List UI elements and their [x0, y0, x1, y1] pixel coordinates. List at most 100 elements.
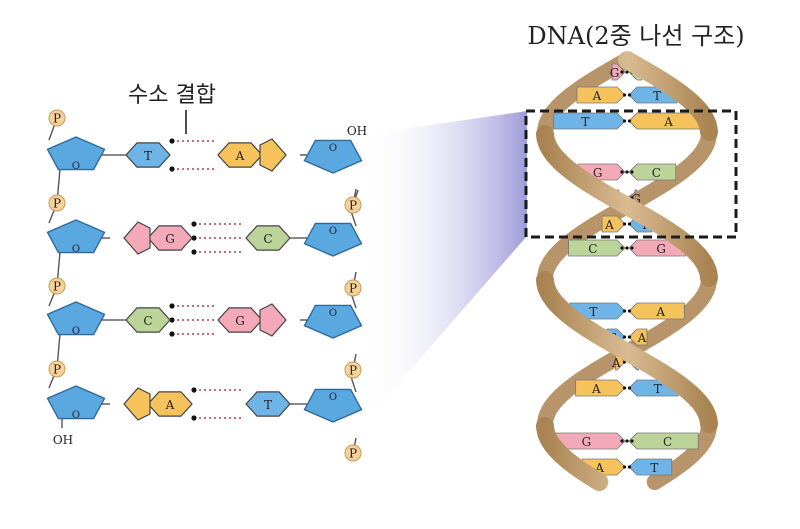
base-label: G [235, 314, 245, 328]
base-ring-T [245, 391, 291, 417]
helix-base-label: T [589, 305, 597, 319]
helix-base-label: A [594, 461, 604, 475]
base-ring-A [217, 142, 263, 168]
helix-base-T [553, 112, 626, 130]
helix-base-G [611, 63, 626, 81]
helix-base-label: T [654, 382, 662, 396]
ring-oxygen: O [329, 226, 337, 237]
helix-base-label: C [652, 166, 661, 180]
helix-base-label: G [593, 166, 603, 180]
helix-base-A [628, 328, 648, 346]
helix-base-label: G [582, 435, 592, 449]
helix-strand-front [536, 51, 718, 433]
helix-base-C [628, 432, 699, 450]
base-ring-C [245, 225, 291, 251]
base-label: C [143, 314, 152, 328]
helix-hbond-dot [622, 465, 627, 469]
helix-hbond-dot [625, 70, 629, 74]
oh-bottom-label: OH [53, 433, 73, 447]
helix-base-label: T [653, 89, 661, 103]
helix-hbond-dot [625, 170, 629, 174]
base-ring-A [259, 138, 287, 172]
phosphate-label: P [53, 280, 61, 294]
phosphate-label: P [349, 364, 357, 378]
bond-atom [169, 317, 175, 323]
helix-hbond-dot [627, 222, 632, 226]
helix-base-label: A [663, 115, 673, 129]
helix-base-T [628, 458, 673, 476]
helix-hbond-dot [630, 246, 634, 250]
ring-oxygen: O [72, 161, 80, 172]
base-label: T [264, 398, 272, 412]
helix-base-label: G [631, 192, 641, 206]
hbond-label: 수소 결합 [128, 83, 216, 108]
helix-hbond-dot [627, 465, 632, 469]
phosphate-circle [48, 360, 66, 378]
bond-atom [169, 166, 175, 172]
phosphate-circle [344, 361, 362, 379]
helix-front-strand [536, 51, 718, 491]
base-ring-G [217, 307, 263, 333]
phosphate-circle [48, 109, 66, 127]
ring-oxygen: O [329, 308, 337, 319]
bond-atom [191, 415, 197, 421]
helix-hbond-dot [622, 335, 627, 339]
helix-hbond-dot [627, 309, 632, 313]
helix-hbond-dot [620, 439, 624, 443]
phosphate-circle [344, 279, 362, 297]
helix-hbond-dot [625, 439, 629, 443]
helix-base-C [628, 163, 677, 181]
helix-base-A [628, 302, 685, 320]
ring-oxygen: O [72, 244, 80, 255]
helix-hbond-dot [630, 170, 634, 174]
helix-base-label: C [663, 435, 672, 449]
helix-base-label: G [610, 66, 620, 80]
helix-base-label: A [611, 356, 621, 370]
phosphate-label: P [349, 282, 357, 296]
oh-top-label: OH [347, 124, 367, 138]
ring-oxygen: O [329, 143, 337, 154]
sugar-ring [303, 304, 363, 339]
helix-hbond-dot [630, 439, 634, 443]
sugar-ring [46, 219, 106, 254]
phosphate-circle [48, 277, 66, 295]
helix-hbond-dot [627, 93, 632, 97]
bond-atom [191, 249, 197, 255]
helix-hbond-dot [622, 119, 627, 123]
helix-base-label: A [637, 331, 647, 345]
helix-base-label: A [591, 382, 601, 396]
ring-oxygen: O [72, 326, 80, 337]
helix-hbond-dot [627, 386, 632, 390]
phosphate-circle [48, 194, 66, 212]
sugar-ring [303, 222, 363, 257]
helix-hbond-dot [620, 246, 624, 250]
helix-base-label: A [592, 89, 602, 103]
helix-hbond-dot [627, 119, 632, 123]
phosphate-label: P [349, 447, 357, 461]
helix-base-A [575, 379, 626, 397]
base-ring-A [123, 387, 151, 421]
phosphate-label: P [53, 363, 61, 377]
base-label: A [165, 398, 175, 412]
bond-atom [169, 138, 175, 144]
zoom-wedge [362, 111, 527, 425]
sugar-ring [303, 139, 363, 174]
hydrogen-bonds [169, 138, 244, 421]
helix-hbond-dot [620, 170, 624, 174]
bond-atom [169, 303, 175, 309]
helix-base-label: T [650, 461, 658, 475]
phosphate-label: P [53, 197, 61, 211]
helix-base-A [601, 215, 626, 233]
bond-atom [191, 221, 197, 227]
helix-hbond-dot [622, 93, 627, 97]
helix-base-label: A [655, 305, 665, 319]
helix-base-C [568, 239, 626, 257]
helix-hbond-dot [622, 386, 627, 390]
sugar-ring [46, 385, 106, 420]
helix-strand-front [536, 125, 718, 491]
phosphate-label: P [349, 199, 357, 213]
